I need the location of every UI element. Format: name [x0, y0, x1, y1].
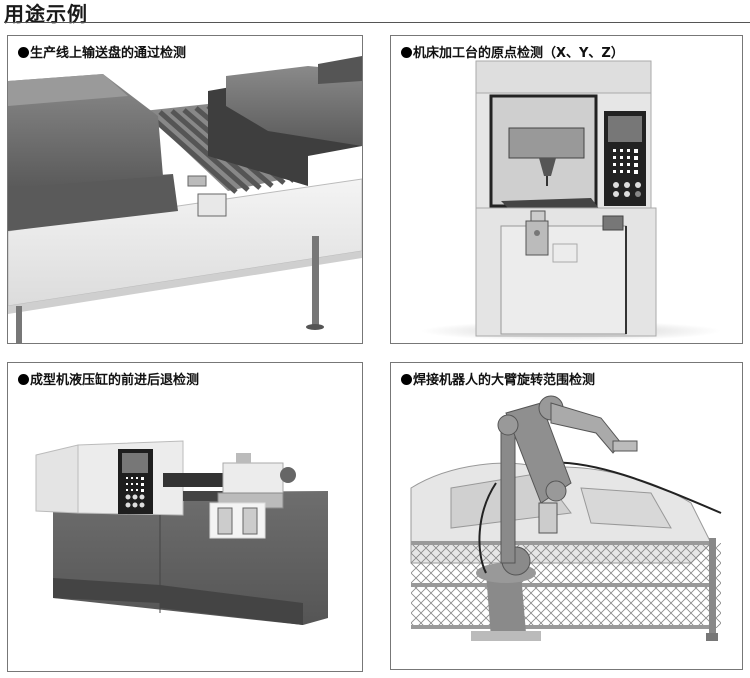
- sensor-block: [602, 215, 624, 231]
- caption-text: 机床加工台的原点检测（X、Y、Z）: [413, 46, 624, 61]
- panel-caption: 成型机液压缸的前进后退检测: [18, 369, 199, 388]
- panel-caption: 生产线上输送盘的通过检测: [18, 42, 186, 61]
- bullet-icon: [18, 47, 29, 58]
- bullet-icon: [401, 374, 412, 385]
- control-panel: [118, 449, 153, 514]
- title-divider: [4, 22, 750, 23]
- panel-molding-machine: 成型机液压缸的前进后退检测: [7, 362, 363, 672]
- control-panel: [604, 111, 646, 206]
- welding-robot-illustration: [410, 395, 722, 641]
- panel-welding-robot: 焊接机器人的大臂旋转范围检测: [390, 362, 743, 670]
- caption-text: 焊接机器人的大臂旋转范围检测: [413, 373, 596, 388]
- panel-caption: 机床加工台的原点检测（X、Y、Z）: [401, 42, 624, 61]
- caption-text: 成型机液压缸的前进后退检测: [30, 373, 200, 388]
- limit-switch-sensor: [187, 175, 227, 217]
- panel-conveyor: 生产线上输送盘的通过检测: [7, 35, 363, 344]
- panel-machine-tool: 机床加工台的原点检测（X、Y、Z）: [390, 35, 743, 344]
- bullet-icon: [401, 47, 412, 58]
- molding-machine-illustration: [35, 440, 328, 625]
- machine-tool-illustration: [421, 60, 721, 341]
- robot-arm: [471, 395, 638, 641]
- panel-caption: 焊接机器人的大臂旋转范围检测: [401, 369, 595, 388]
- conveyor-leg: [312, 236, 319, 326]
- limit-switch-sensors: [209, 502, 266, 539]
- caption-text: 生产线上输送盘的通过检测: [30, 46, 187, 61]
- conveyor-illustration: [8, 56, 362, 343]
- bullet-icon: [18, 374, 29, 385]
- limit-switch-sensor: [525, 210, 549, 256]
- limit-switch-sensor: [538, 502, 558, 534]
- safety-fence: [411, 538, 721, 641]
